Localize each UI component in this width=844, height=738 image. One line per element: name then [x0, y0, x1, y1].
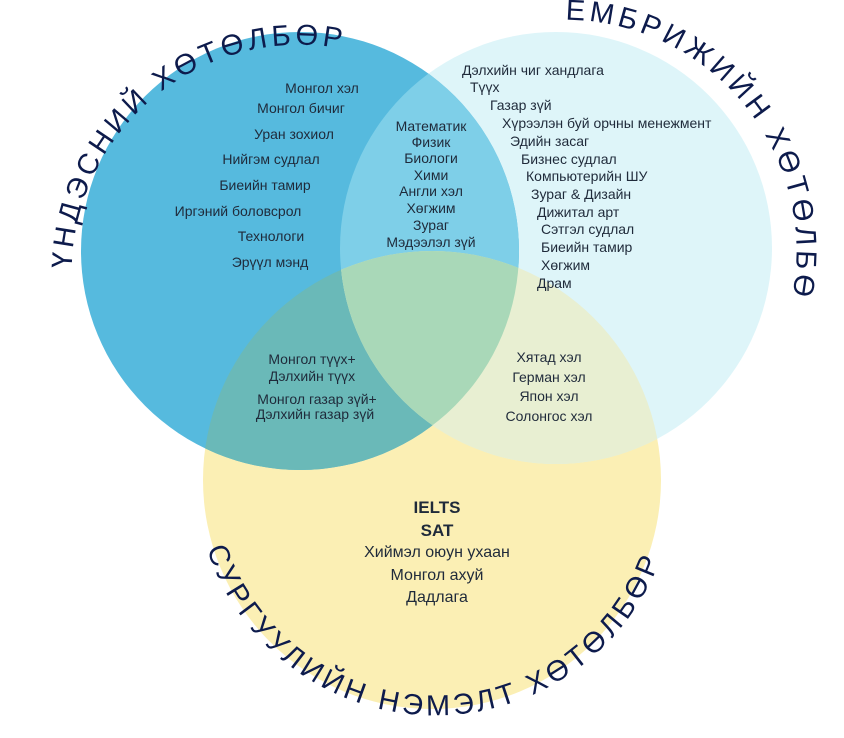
shared-national-cambridge-subject: Биологи [404, 150, 458, 166]
national-subject: Уран зохиол [254, 126, 334, 142]
shared-cambridge-school-subject: Солонгос хэл [506, 408, 593, 424]
shared-national-cambridge-subject: Хөгжим [406, 200, 455, 216]
cambridge-subject: Түүх [470, 79, 500, 95]
school-subject: Хиймэл оюун ухаан [364, 544, 510, 561]
national-subject: Иргэний боловсрол [175, 203, 302, 219]
cambridge-subject: Газар зүй [490, 97, 552, 113]
shared-cambridge-school-subject: Япон хэл [519, 388, 578, 404]
shared-national-school-subject: Монгол газар зүй+ [257, 391, 376, 407]
cambridge-subject: Дэлхийн чиг хандлага [462, 62, 604, 78]
cambridge-subject: Дижитал арт [537, 204, 620, 220]
national-subject: Эрүүл мэнд [232, 254, 309, 270]
school-exam: IELTS [414, 498, 461, 517]
shared-national-cambridge-subject: Математик [396, 118, 468, 134]
cambridge-subject: Бизнес судлал [521, 151, 617, 167]
shared-national-school-subject: Дэлхийн газар зүй [256, 406, 374, 422]
shared-national-cambridge-subject: Физик [412, 134, 452, 150]
overlap-national-school [203, 251, 519, 470]
cambridge-subject: Сэтгэл судлал [541, 221, 634, 237]
shared-cambridge-school-subject: Герман хэл [512, 369, 585, 385]
cambridge-subject: Зураг & Дизайн [531, 186, 631, 202]
cambridge-subject: Хүрээлэн буй орчны менежмент [502, 115, 712, 131]
national-subject: Монгол бичиг [257, 100, 345, 116]
cambridge-subject: Компьютерийн ШУ [526, 168, 648, 184]
national-subject: Биеийн тамир [219, 177, 311, 193]
cambridge-subject: Драм [537, 275, 572, 291]
shared-national-cambridge-subject: Зураг [413, 217, 449, 233]
shared-national-school-subject: Дэлхийн түүх [269, 368, 355, 384]
shared-national-cambridge-subject: Хими [414, 167, 449, 183]
overlap-cambridge-school [340, 251, 661, 464]
shared-national-school-subject: Монгол түүх+ [268, 351, 355, 367]
shared-cambridge-school-subject: Хятад хэл [516, 349, 581, 365]
shared-national-cambridge-subject: Мэдээлэл зүй [386, 234, 475, 250]
national-subject: Технологи [238, 228, 305, 244]
school-subject: Дадлага [406, 589, 468, 606]
cambridge-subject: Хөгжим [541, 257, 590, 273]
cambridge-subject: Биеийн тамир [541, 239, 633, 255]
school-exam: SAT [421, 521, 454, 540]
national-subject: Монгол хэл [285, 80, 359, 96]
national-subject: Нийгэм судлал [222, 151, 319, 167]
shared-national-cambridge-subject: Англи хэл [399, 183, 463, 199]
cambridge-subject: Эдийн засаг [510, 133, 589, 149]
school-subject: Монгол ахуй [391, 567, 484, 584]
